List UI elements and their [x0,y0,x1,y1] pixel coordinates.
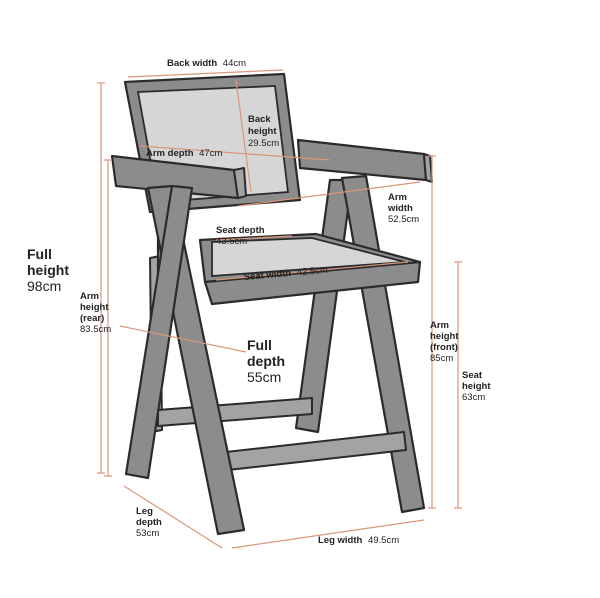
left-armrest-end [233,167,247,199]
back-width-line [127,69,284,78]
chair-illustration [110,72,433,536]
arm-depth-label: Arm depth 47cm [146,148,222,159]
right-armrest [296,138,428,182]
seat-depth-line [215,235,293,241]
dimension-labels: Back width 44cm Back height 29.5cm Arm d… [27,58,491,546]
dimension-lines [97,69,462,549]
seat-front-rail [203,260,422,306]
side-stretcher [225,431,407,471]
arm-width-name-2: width [387,203,413,214]
arm-depth-line [139,145,331,161]
leg-depth-name-1: Leg [136,506,153,517]
full-height-name-1: Full [27,246,52,262]
leg-depth-value: 53cm [136,528,159,539]
rear-stretcher [157,397,313,427]
full-depth-name-1: Full [247,337,272,353]
rear-left-leg [124,184,194,480]
leg-width-line [231,519,425,549]
seat-height-value: 63cm [462,392,485,403]
seat-width-line [215,261,409,281]
leg-depth-name-2: depth [136,517,162,528]
seat-height-name-1: Seat [462,370,483,381]
back-height-name-2: height [248,126,277,137]
arm-height-rear-name-1: Arm [80,291,99,302]
full-depth-name-2: depth [247,353,285,369]
seat-depth-name: Seat depth [216,225,265,236]
back-width-label: Back width 44cm [167,58,246,69]
leg-depth-line [123,485,223,549]
arm-width-value: 52.5cm [388,214,419,225]
front-right-leg [340,174,426,514]
full-height-name-2: height [27,262,69,278]
back-height-line [235,79,252,193]
full-depth-value: 55cm [247,369,281,385]
full-depth-line [119,325,247,353]
seat-depth-value: 43.5cm [216,236,247,247]
arm-width-line [237,181,421,207]
back-height-value: 29.5cm [248,138,279,149]
rear-right-leg [294,178,354,434]
right-armrest-end [423,153,433,183]
arm-height-rear-value: 83.5cm [80,324,111,335]
seat-width-label: Seat width 42.5cm [243,265,328,283]
arm-height-front-name-2: height [430,331,459,342]
arm-height-rear-name-2: height [80,302,109,313]
leg-width-label: Leg width 49.5cm [318,535,399,546]
back-height-name-1: Back [248,114,271,125]
arm-height-rear-name-3: (rear) [80,313,104,324]
seat-height-name-2: height [462,381,491,392]
arm-height-front-name-1: Arm [430,320,449,331]
full-height-value: 98cm [27,278,61,294]
arm-height-front-name-3: (front) [430,342,458,353]
arm-height-front-value: 85cm [430,353,453,364]
arm-width-name-1: Arm [388,192,407,203]
